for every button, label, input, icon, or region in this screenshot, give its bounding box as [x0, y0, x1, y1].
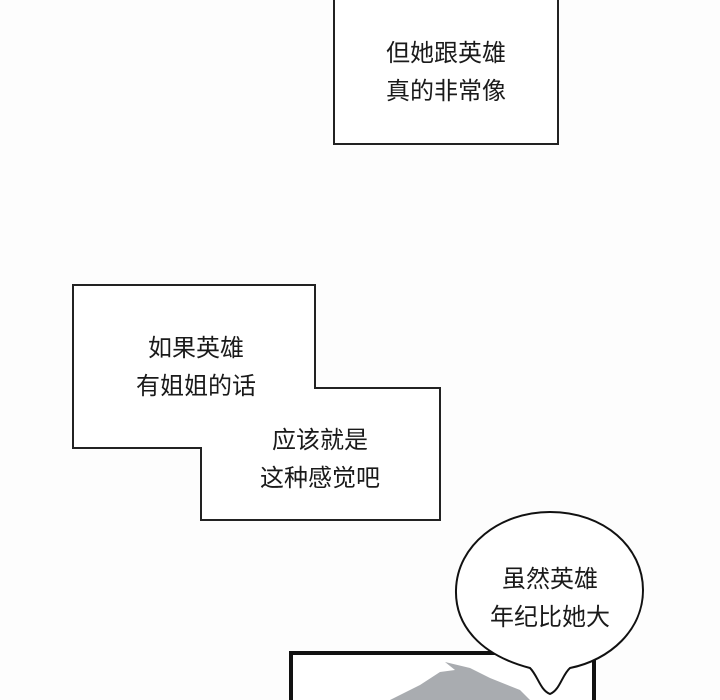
character-hair — [390, 662, 530, 700]
caption-box-1 — [333, 0, 559, 145]
caption-line: 如果英雄 — [148, 334, 244, 362]
caption-line: 真的非常像 — [386, 77, 506, 105]
caption-line: 应该就是 — [272, 426, 368, 454]
caption-3-text: 应该就是 这种感觉吧 — [220, 421, 420, 497]
speech-bubble-shape — [454, 510, 645, 696]
caption-line: 有姐姐的话 — [136, 372, 256, 400]
caption-box-2 — [72, 284, 441, 521]
caption-line: 但她跟英雄 — [386, 39, 506, 67]
caption-1-text: 但她跟英雄 真的非常像 — [334, 34, 558, 110]
speech-line: 虽然英雄 — [502, 565, 598, 593]
speech-line: 年纪比她大 — [490, 603, 610, 631]
speech-bubble-text: 虽然英雄 年纪比她大 — [460, 560, 640, 636]
caption-line: 这种感觉吧 — [260, 464, 380, 492]
caption-2-text: 如果英雄 有姐姐的话 — [96, 329, 296, 405]
